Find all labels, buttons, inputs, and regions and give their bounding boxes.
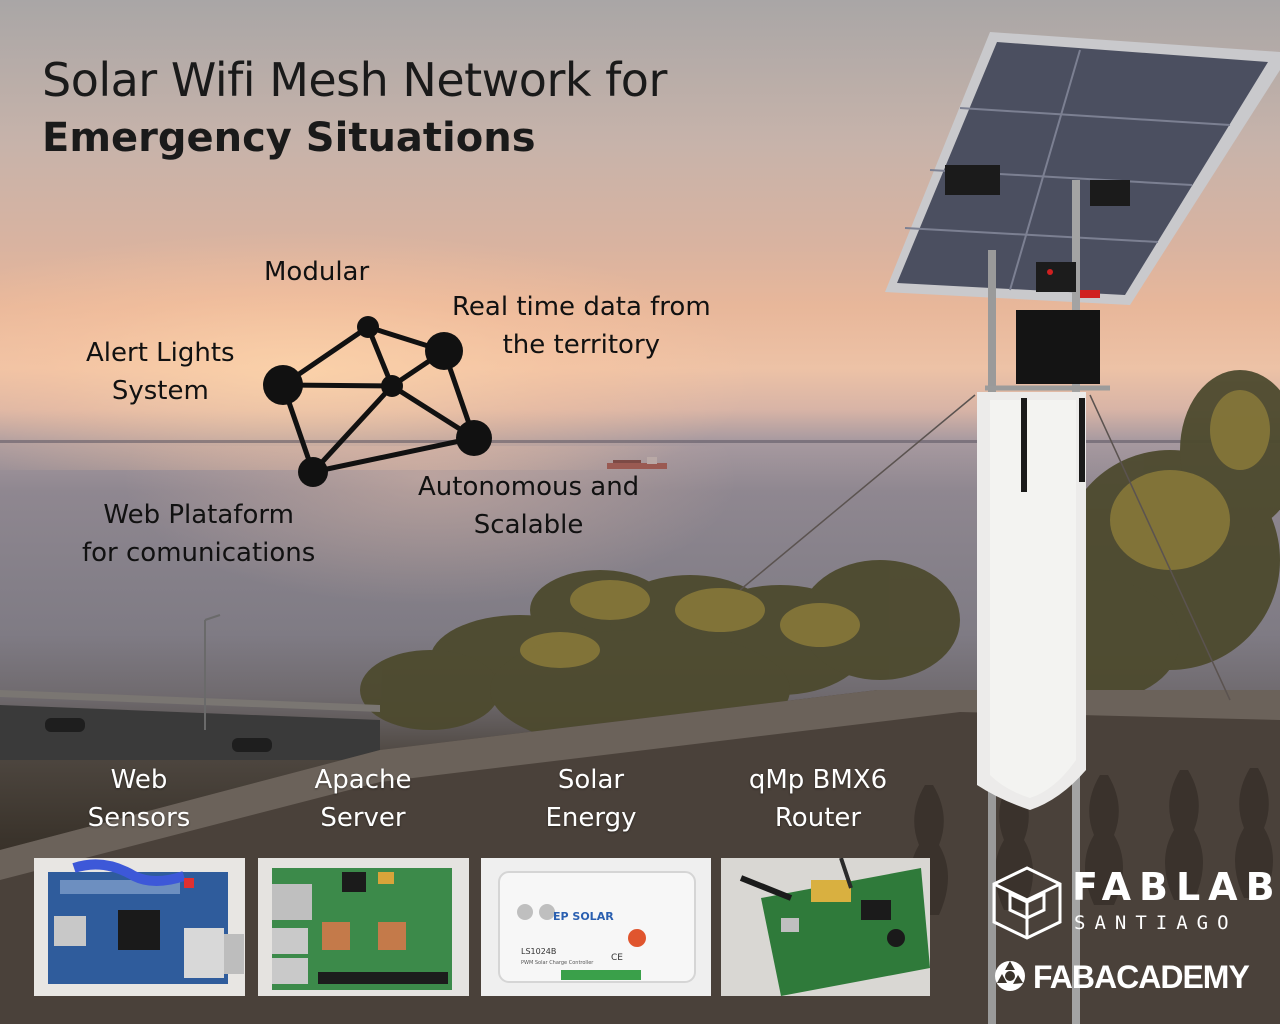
feature-modular: Modular: [264, 253, 369, 291]
fabacademy-text: FABACADEMY: [1033, 959, 1250, 995]
web-sensors-photo: [34, 858, 245, 996]
poster-title: Solar Wifi Mesh Network for Emergency Si…: [42, 50, 667, 166]
title-line-1: Solar Wifi Mesh Network for: [42, 53, 667, 107]
feature-web-platform: Web Plataform for comunications: [82, 496, 315, 572]
component-label-line-2: Server: [320, 803, 406, 833]
ship-image: [607, 457, 667, 469]
router-photo: [721, 858, 930, 996]
controller-ce-text: CE: [611, 953, 623, 963]
feature-autonomous-line-2: Scalable: [473, 510, 584, 540]
feature-alert-lights: Alert Lights System: [86, 334, 235, 410]
component-label-line-2: Router: [774, 803, 862, 833]
controller-model-text: LS1024B: [521, 947, 556, 956]
feature-alert-line-2: System: [111, 376, 209, 406]
solar-energy-photo: EP SOLAR LS1024B PWM Solar Charge Contro…: [481, 858, 711, 996]
fablab-santiago-logo: FABLAB SANTIAGO: [988, 862, 1275, 946]
santiago-text: SANTIAGO: [1074, 912, 1238, 934]
component-label-solar-energy: Solar Energy: [535, 761, 647, 837]
component-label-line-2: Energy: [545, 803, 637, 833]
raspberry-pi-image: [258, 858, 469, 996]
mesh-network-icon: [263, 316, 492, 487]
controller-sub-text: PWM Solar Charge Controller: [521, 960, 594, 966]
controller-brand-text: EP SOLAR: [553, 910, 614, 923]
feature-autonomous: Autonomous and Scalable: [418, 468, 639, 544]
component-label-line-2: Sensors: [87, 803, 191, 833]
feature-realtime-data: Real time data from the territory: [452, 288, 711, 364]
component-label-qmp-router: qMp BMX6 Router: [732, 761, 904, 837]
component-label-line-1: Web: [110, 765, 168, 795]
title-line-2: Emergency Situations: [42, 115, 536, 161]
feature-modular-text: Modular: [264, 257, 370, 287]
fablab-cube-logo: [992, 866, 1062, 940]
apache-server-photo: [258, 858, 469, 996]
charge-controller-image: EP SOLAR LS1024B PWM Solar Charge Contro…: [481, 858, 711, 996]
arduino-shield-image: [34, 858, 245, 996]
component-label-web-sensors: Web Sensors: [84, 761, 194, 837]
feature-alert-line-1: Alert Lights: [86, 338, 235, 368]
fablab-text: FABLAB: [1072, 865, 1280, 909]
feature-web-line-1: Web Plataform: [103, 500, 294, 530]
feature-autonomous-line-1: Autonomous and: [418, 472, 640, 502]
horizon: [0, 440, 1280, 443]
component-label-line-1: Solar: [557, 765, 625, 795]
fabacademy-logo-icon: [995, 961, 1025, 991]
component-label-apache-server: Apache Server: [303, 761, 423, 837]
feature-realtime-line-2: the territory: [502, 330, 661, 360]
router-board-image: [721, 858, 930, 996]
component-label-line-1: Apache: [314, 765, 412, 795]
feature-web-line-2: for comunications: [82, 538, 316, 568]
fabacademy-logo: FABACADEMY: [993, 955, 1253, 999]
feature-realtime-line-1: Real time data from: [452, 292, 711, 322]
component-label-line-1: qMp BMX6: [748, 765, 888, 795]
